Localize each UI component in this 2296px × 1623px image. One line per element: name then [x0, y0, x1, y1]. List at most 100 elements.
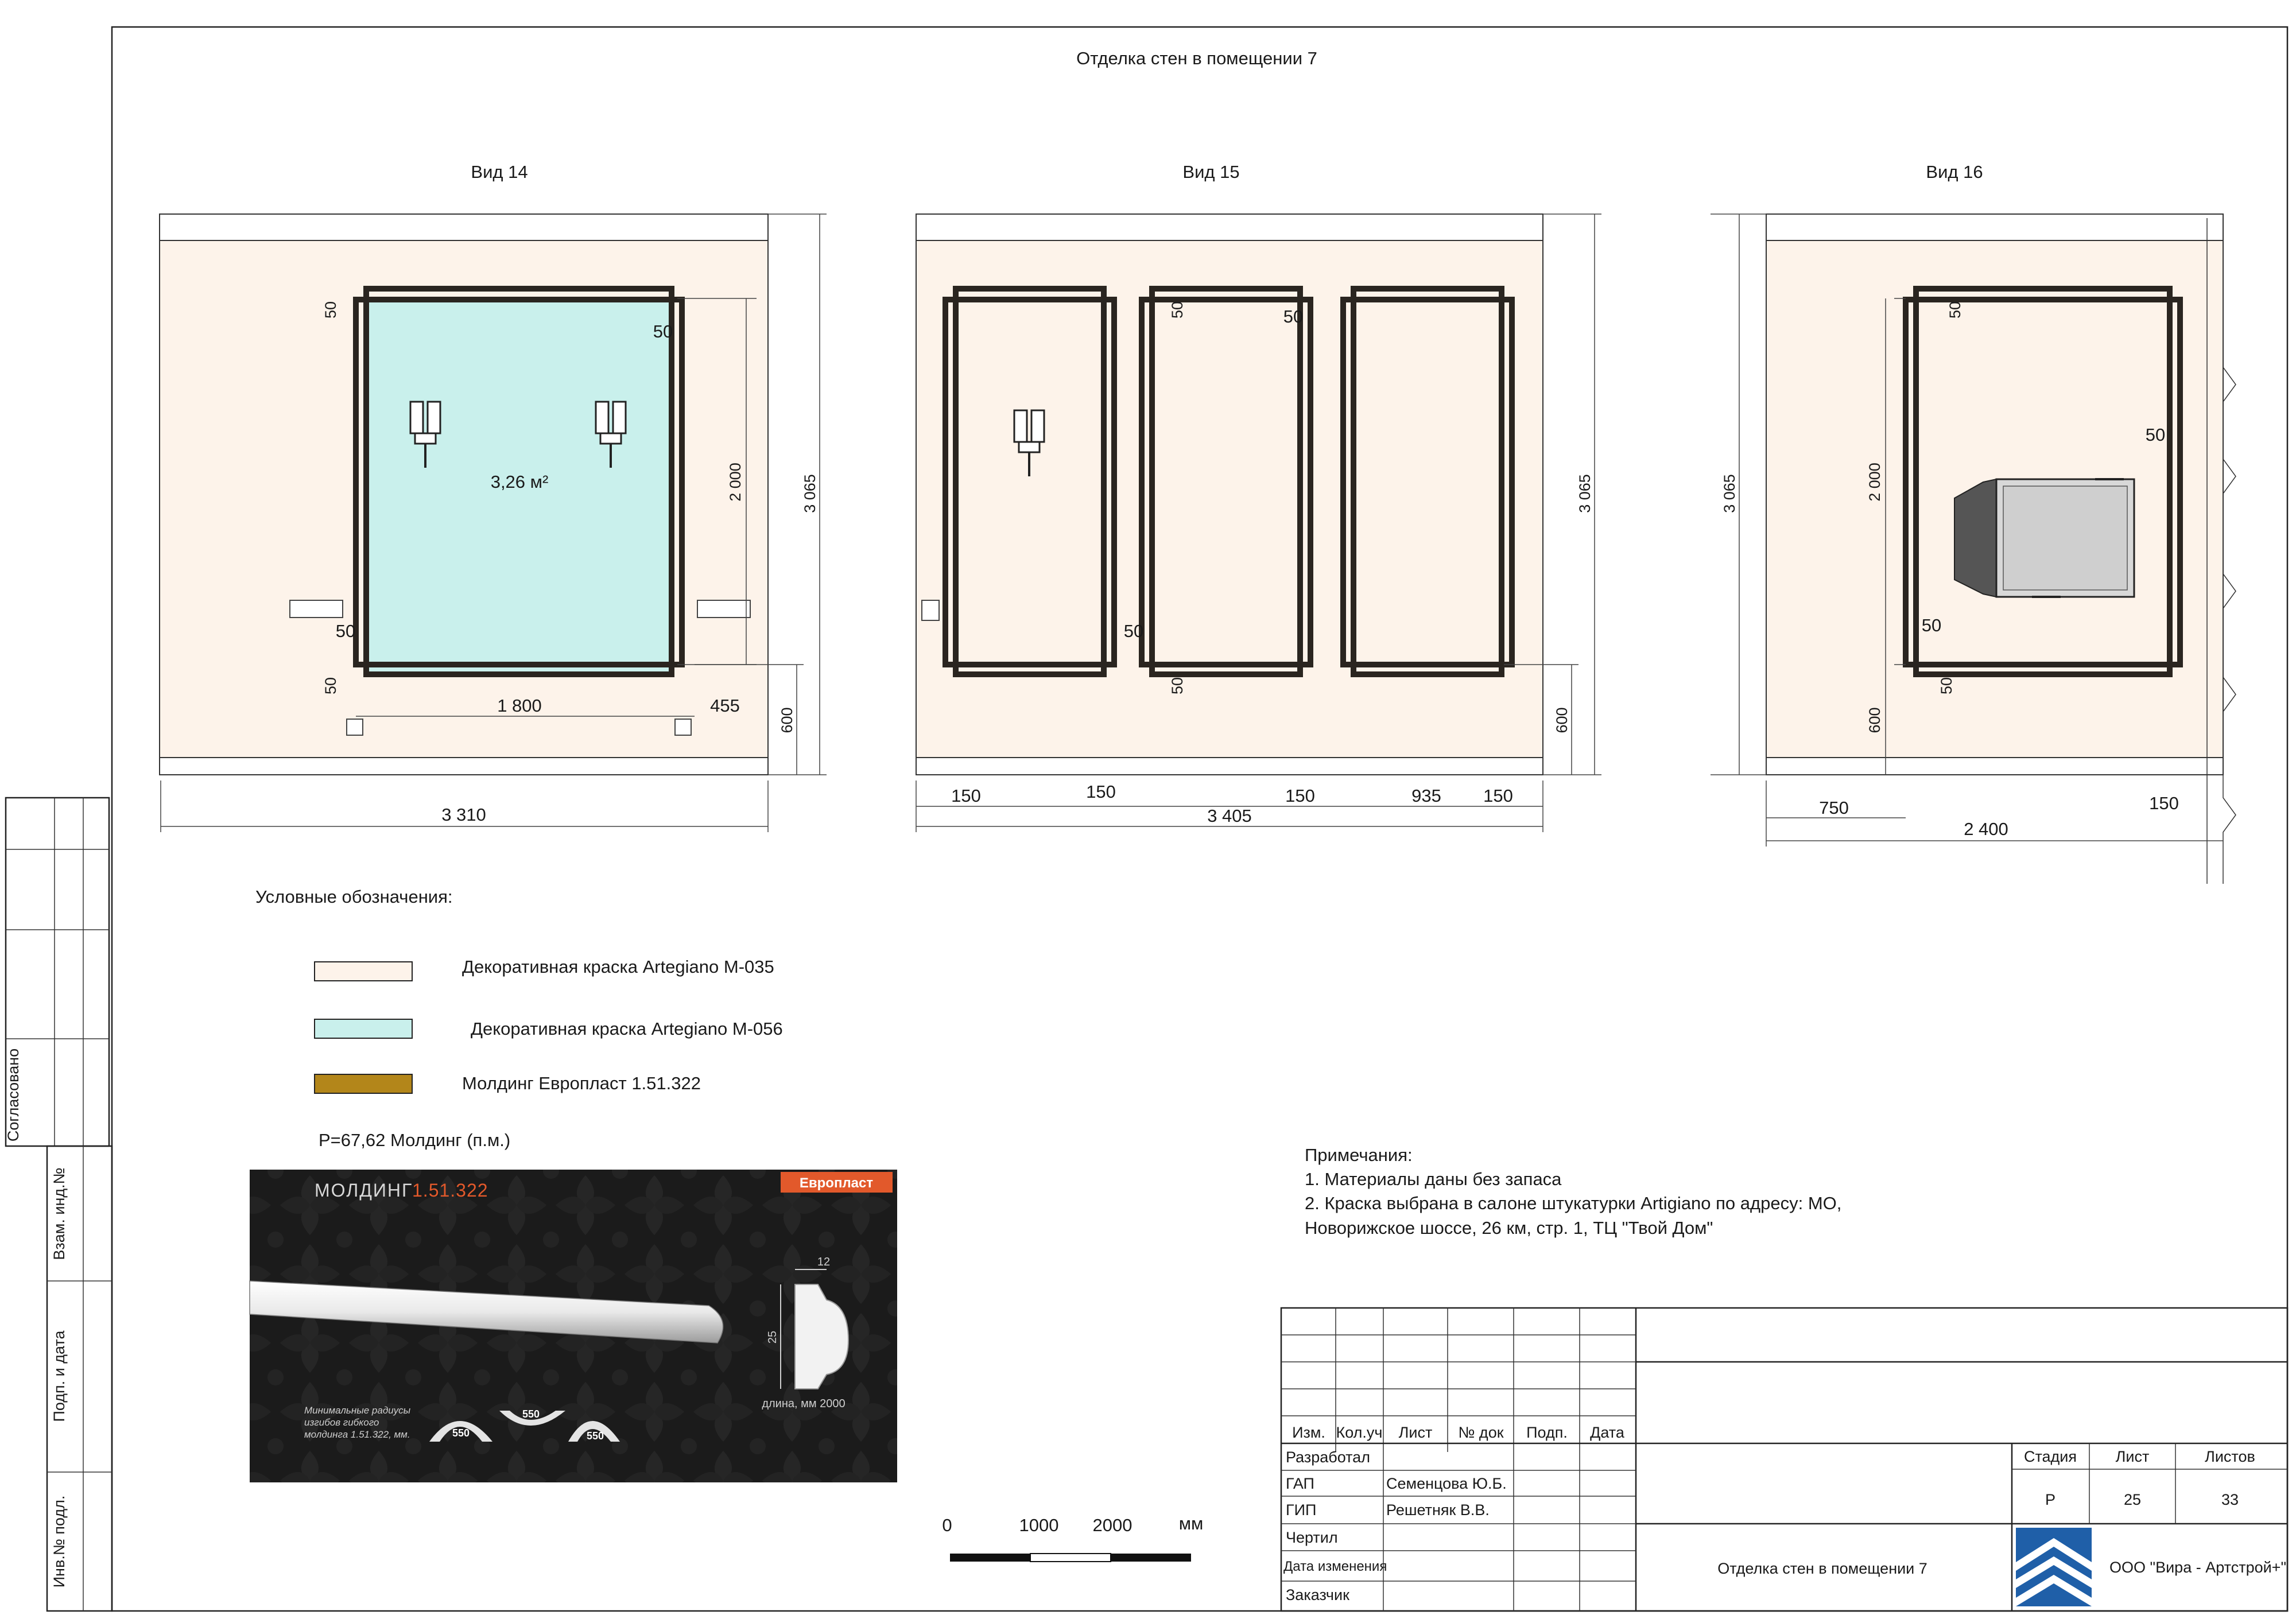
radius-2: 550: [522, 1408, 540, 1420]
tv-icon: [1954, 478, 2135, 598]
view-15-wall: [916, 213, 1543, 775]
view-16-molding-outer: [1913, 286, 2173, 677]
company-logo-icon: [2016, 1528, 2092, 1606]
scale-bar: 0 1000 2000 мм: [942, 1513, 1203, 1562]
view-14-gap-top: 50: [322, 301, 339, 319]
view-15-d2: 150: [1086, 782, 1116, 802]
view-16-g2: 50: [2146, 425, 2165, 445]
view-14-accent-panel: [366, 298, 672, 671]
socket-icon: [697, 600, 751, 618]
tb-row-gip-name: Решетняк В.В.: [1386, 1501, 1490, 1519]
view-14-ceiling-band: [159, 213, 769, 241]
view-14-floor-band: [159, 757, 769, 775]
socket-icon: [921, 600, 940, 621]
tb-row-razrab: Разработал: [1286, 1449, 1370, 1466]
side-stamp: Согласовано Взам. инд.№ Подп. и дата Инв…: [5, 797, 113, 1612]
tb-company: ООО "Вира - Артстрой+": [2109, 1559, 2286, 1576]
tb-row-gap-name: Семенцова Ю.Б.: [1386, 1475, 1507, 1492]
legend-swatch-paint-2: [314, 1019, 413, 1039]
notes-line-1: 1. Материалы даны без запаса: [1305, 1169, 1562, 1189]
radius-3: 550: [587, 1430, 604, 1442]
legend-label-molding: Молдинг Европласт 1.51.322: [462, 1073, 701, 1093]
view-15-molding-1-inner: [943, 297, 1117, 667]
tb-header-data: Дата: [1590, 1424, 1625, 1441]
length-note: длина, мм 2000: [762, 1397, 845, 1410]
tb-stage-label: Стадия: [2024, 1448, 2077, 1465]
notes: Примечания: 1. Материалы даны без запаса…: [1305, 1145, 1841, 1238]
tb-row-gap: ГАП: [1286, 1475, 1314, 1492]
sconce-icon: [595, 401, 627, 468]
view-15-sill: 600: [1553, 707, 1570, 733]
product-name: МОЛДИНГ: [315, 1180, 413, 1201]
view-15-g3: 50: [1124, 621, 1143, 641]
brand-badge-label: Европласт: [800, 1175, 874, 1191]
product-code: 1.51.322: [412, 1180, 488, 1201]
bend-icon: [568, 1421, 620, 1442]
product-card: МОЛДИНГ 1.51.322 Европласт 12 25 длина, …: [249, 1170, 897, 1482]
tb-row-gip: ГИП: [1286, 1501, 1316, 1519]
legend-title: Условные обозначения:: [255, 887, 453, 907]
view-15-d4: 935: [1411, 786, 1441, 806]
notes-line-3: Новорижское шоссе, 26 км, стр. 1, ТЦ "Тв…: [1305, 1218, 1713, 1238]
profile-width: 12: [817, 1256, 830, 1268]
view-14-title: Вид 14: [471, 162, 528, 182]
view-15-g4: 50: [1169, 677, 1186, 694]
view-15-g1: 50: [1169, 301, 1186, 319]
view-15-d3: 150: [1285, 786, 1315, 806]
scale-unit: мм: [1179, 1513, 1204, 1533]
view-16-width: 2 400: [1964, 819, 2008, 839]
view-15-floor-band: [916, 757, 1543, 775]
view-15-title: Вид 15: [1182, 162, 1239, 182]
tb-header-podp: Подп.: [1526, 1424, 1568, 1441]
view-14-height: 3 065: [801, 474, 819, 513]
outlet-icon: [346, 719, 363, 736]
view-16-right-offset: 150: [2149, 793, 2179, 813]
view-14: Вид 14 3,26 м² 3 310 1 800 455 3 065 2 0…: [159, 162, 827, 832]
view-14-gap-bottom: 50: [322, 677, 339, 694]
view-15-molding-2-outer: [1149, 286, 1303, 677]
view-15: Вид 15 3 405 150 150 150 935 150 3 065 6…: [916, 162, 1601, 832]
title-block: Изм. Кол.уч Лист № док Подп. Дата Разраб…: [1280, 1307, 2289, 1612]
tb-row-data-izm: Дата изменения: [1283, 1559, 1387, 1574]
tb-sheet-label: Лист: [2116, 1448, 2150, 1465]
stamp-inv-change: Взам. инд.№: [51, 1167, 68, 1260]
legend-swatch-paint-1: [314, 961, 413, 981]
tb-drawing-name: Отделка стен в помещении 7: [1717, 1560, 1927, 1577]
tb-stage: Р: [2045, 1491, 2055, 1508]
view-14-right-offset: 455: [710, 696, 740, 716]
legend-swatch-molding: [314, 1074, 413, 1094]
view-14-window-height: 2 000: [727, 463, 744, 502]
view-14-sill: 600: [778, 707, 796, 733]
view-14-molding-outer: [363, 286, 674, 677]
view-16-sill: 600: [1866, 707, 1883, 733]
tb-header-list: Лист: [1399, 1424, 1433, 1441]
notes-line-2: 2. Краска выбрана в салоне штукатурки Ar…: [1305, 1193, 1841, 1213]
view-16-ceiling-band: [1766, 213, 2224, 241]
view-14-width: 3 310: [441, 805, 486, 825]
stamp-sign-date: Подп. и дата: [51, 1330, 68, 1422]
legend-summary: P=67,62 Молдинг (п.м.): [319, 1130, 510, 1150]
tb-row-zakazchik: Заказчик: [1286, 1586, 1349, 1603]
view-15-d5: 150: [1483, 786, 1513, 806]
tb-header-kol: Кол.уч: [1336, 1424, 1383, 1441]
socket-icon: [289, 600, 343, 618]
scale-tick-0: 0: [942, 1515, 952, 1535]
molding-profile: [780, 1269, 850, 1389]
view-16-floor-band: [1766, 757, 2224, 775]
radius-note-2: изгибов гибкого: [304, 1417, 379, 1428]
view-15-molding-2-inner: [1139, 297, 1313, 667]
sconce-icon: [1013, 409, 1045, 476]
notes-title: Примечания:: [1305, 1145, 1413, 1165]
bend-icon: [429, 1421, 492, 1442]
outlet-icon: [674, 719, 692, 736]
view-16-g4: 50: [1938, 677, 1955, 694]
legend: Условные обозначения: Декоративная краск…: [255, 887, 783, 1150]
view-15-molding-3-inner: [1340, 297, 1515, 667]
tb-sheet: 25: [2124, 1491, 2141, 1508]
tb-header-izm: Изм.: [1292, 1424, 1325, 1441]
view-14-gap-right: 50: [653, 321, 673, 341]
view-14-molding-inner: [353, 297, 685, 667]
brand-badge: [781, 1172, 893, 1193]
radius-note-3: молдинга 1.51.322, мм.: [304, 1429, 410, 1440]
sconce-icon: [409, 401, 441, 468]
